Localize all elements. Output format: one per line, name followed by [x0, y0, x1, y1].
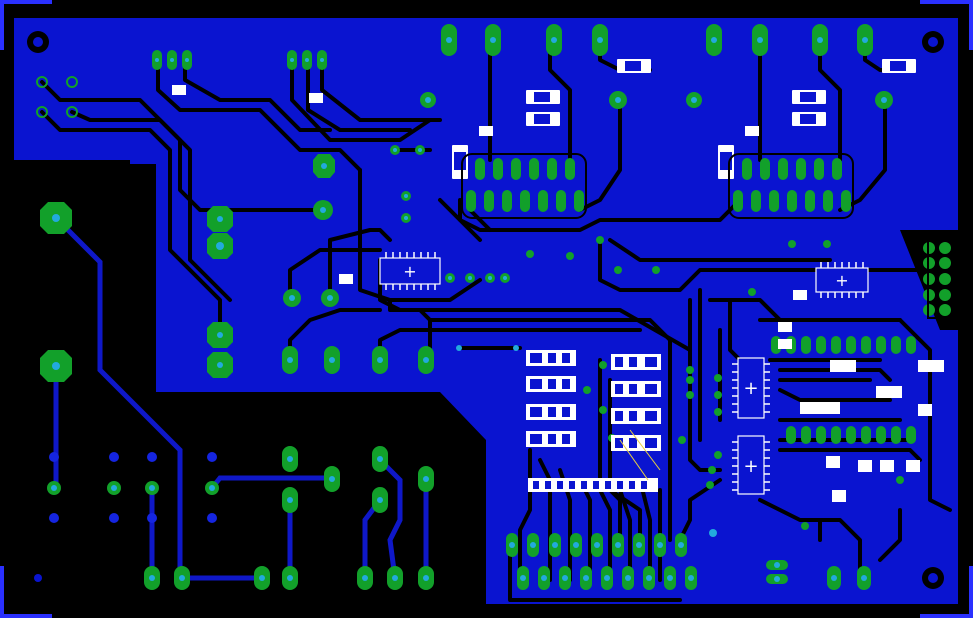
ic-u2-marker: + [835, 271, 848, 290]
db-connector-left [466, 158, 584, 212]
ic-u3: + [732, 357, 770, 419]
smd-small-inner [530, 353, 657, 489]
diode-d1 [526, 90, 560, 104]
drill-holes [51, 37, 887, 582]
unrouted-holes [49, 452, 217, 523]
ic-u1: + [379, 252, 441, 290]
ic-u4-marker: + [743, 456, 758, 477]
ic-u4: + [732, 435, 770, 495]
mounting-holes [27, 31, 944, 589]
diode-d2 [526, 112, 560, 126]
pour-holes [36, 76, 78, 118]
ic-u3-marker: + [743, 378, 758, 399]
smd-diodes [452, 59, 916, 179]
via-holes [393, 148, 717, 537]
ratsnest [619, 429, 661, 481]
diode-d3 [617, 59, 651, 73]
db-connector-right [733, 158, 851, 212]
diode-d4 [792, 90, 826, 104]
diode-d5 [792, 112, 826, 126]
diode-d6 [882, 59, 916, 73]
ic-u1-marker: + [403, 262, 416, 281]
diode-d8 [718, 145, 734, 179]
right-pad-rows [771, 242, 951, 444]
ic-u2: + [815, 262, 869, 298]
connector-outlines [461, 153, 953, 319]
diode-d7 [452, 145, 468, 179]
